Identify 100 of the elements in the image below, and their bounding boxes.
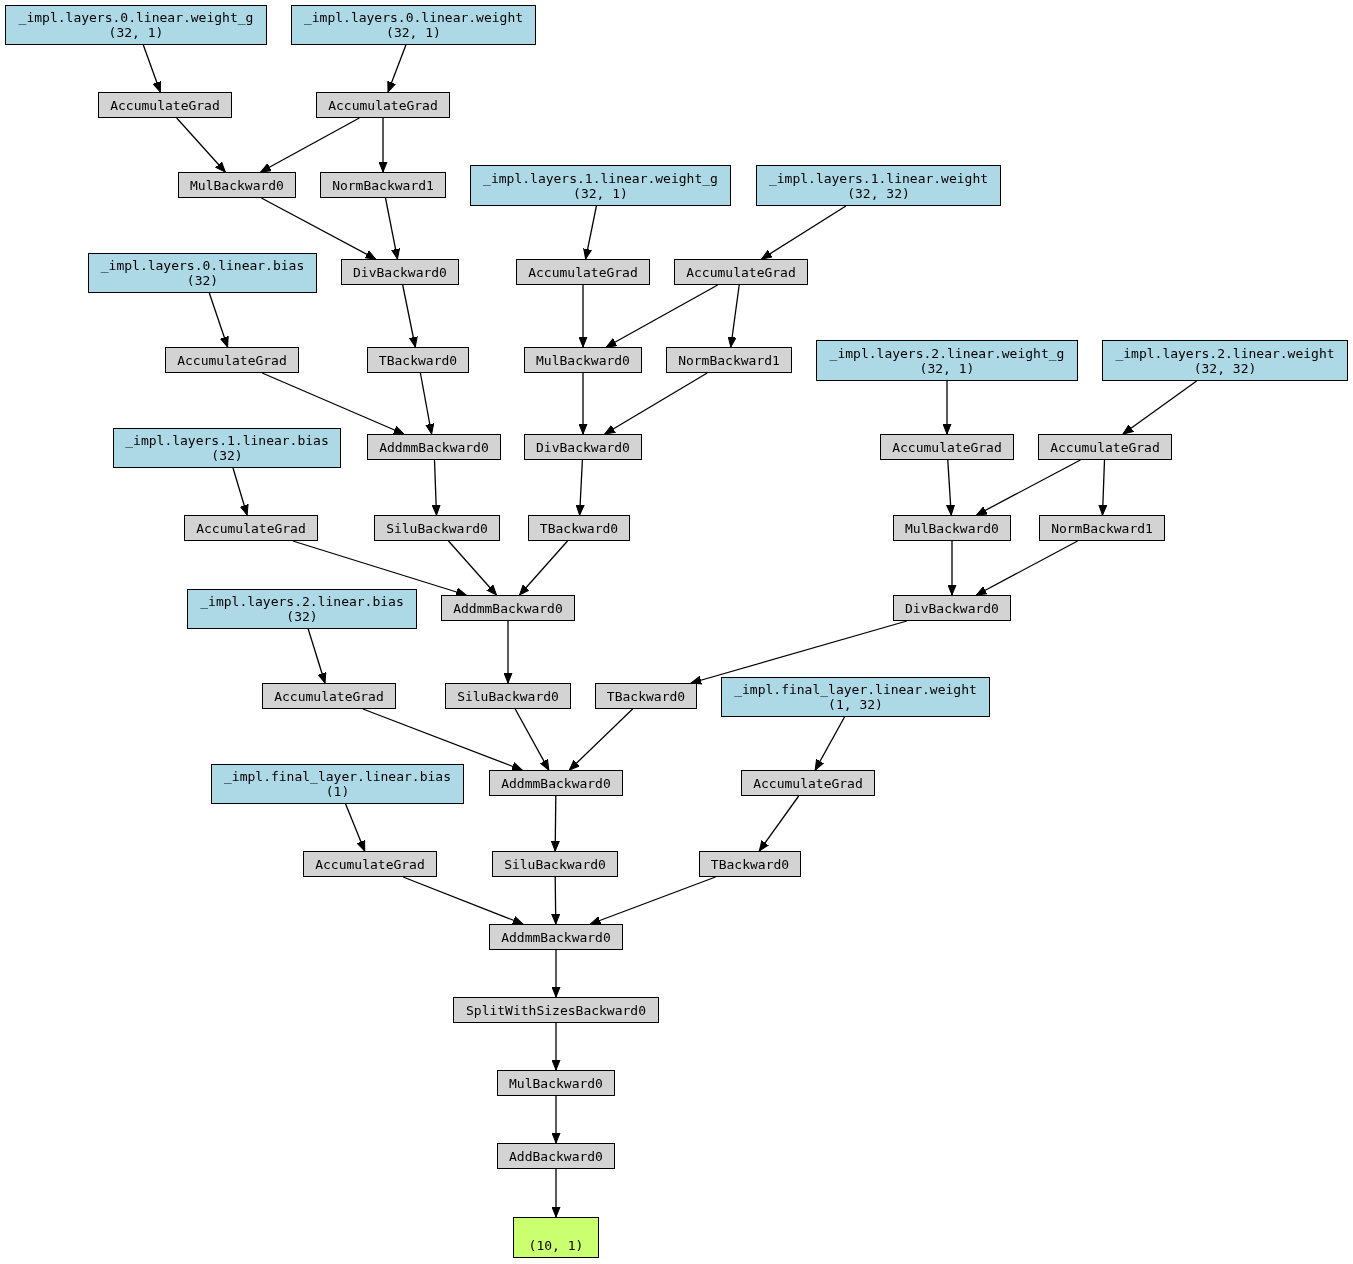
operation-box (165, 347, 299, 373)
parameter-box (211, 764, 464, 804)
operation-name: DivBackward0 (905, 600, 999, 616)
arrow (727, 284, 740, 348)
operation-box (893, 595, 1011, 621)
operation-name: MulBackward0 (536, 352, 630, 368)
operation-name: MulBackward0 (905, 520, 999, 536)
operation-box (666, 347, 792, 373)
operation-name: AccumulateGrad (686, 264, 796, 280)
arrow (387, 44, 407, 93)
arrow (447, 540, 498, 596)
arrow (142, 44, 162, 93)
operation-name: AccumulateGrad (196, 520, 306, 536)
arrow (1122, 380, 1198, 435)
arrow (975, 540, 1079, 596)
operation-name: AccumulateGrad (110, 97, 220, 113)
operation-box (893, 515, 1011, 541)
operation-box (528, 515, 630, 541)
operation-box (303, 851, 437, 877)
parameter-box (187, 589, 417, 629)
arrow (568, 708, 634, 771)
dimensions-label: (32, 32) (847, 185, 910, 201)
parameter-name: _impl.layers.2.linear.weight_g (829, 345, 1065, 361)
operation-name: AddBackward0 (509, 1148, 603, 1164)
operation-box (674, 259, 808, 285)
parameter-box (1102, 340, 1348, 381)
operation-name: NormBackward1 (678, 352, 780, 368)
operation-box (741, 770, 875, 796)
dimensions-label: (32, 1) (573, 185, 628, 201)
arrow (307, 628, 327, 684)
arrow (419, 372, 435, 435)
parameter-box (88, 253, 317, 293)
operation-name: SiluBackward0 (504, 856, 606, 872)
operation-box (98, 92, 232, 118)
operation-name: AccumulateGrad (315, 856, 425, 872)
arrow (292, 540, 467, 597)
arrow (402, 284, 418, 348)
arrow (551, 1022, 561, 1071)
operation-name: SiluBackward0 (457, 688, 559, 704)
arrow (814, 716, 846, 771)
arrow (260, 197, 377, 260)
operation-box (1039, 515, 1165, 541)
operation-name: TBackward0 (378, 352, 458, 368)
operation-box (880, 434, 1014, 460)
operation-name: DivBackward0 (353, 264, 447, 280)
operation-name: AddmmBackward0 (501, 929, 611, 945)
arrow (551, 949, 561, 998)
operation-name: AddmmBackward0 (453, 600, 563, 616)
arrow (232, 467, 249, 516)
operation-box (516, 259, 650, 285)
parameter-name: _impl.final_layer.linear.bias (224, 769, 451, 784)
dimensions-label: (32, 1) (919, 360, 975, 376)
operation-name: NormBackward1 (1051, 520, 1153, 536)
parameter-name: _impl.layers.2.linear.bias (200, 594, 404, 609)
arrow (402, 876, 524, 925)
operation-name: TBackward0 (606, 688, 686, 704)
operation-name: AccumulateGrad (892, 439, 1002, 455)
operation-box (595, 683, 697, 709)
arrow (583, 205, 598, 260)
arrow (551, 876, 561, 925)
arrow (578, 284, 588, 348)
arrow (208, 292, 229, 348)
arrow (260, 117, 360, 173)
parameter-name: _impl.layers.0.linear.bias (100, 258, 305, 273)
arrow (514, 708, 550, 771)
operation-box (489, 924, 623, 950)
operation-name: MulBackward0 (509, 1075, 603, 1091)
operation-box (1038, 434, 1172, 460)
operation-name: AccumulateGrad (1050, 439, 1160, 455)
arrow (1098, 459, 1108, 516)
operation-name: AddmmBackward0 (379, 439, 489, 455)
arrow (344, 803, 366, 852)
arrow (261, 372, 405, 435)
dimensions-label: (32) (186, 273, 219, 288)
operation-box (453, 997, 659, 1023)
operation-name: AccumulateGrad (274, 688, 384, 704)
parameter-name: _impl.final_layer.linear.weight (734, 682, 977, 697)
arrow (551, 1168, 561, 1218)
dimensions-label: (32, 1) (108, 25, 164, 40)
parameter-name: _impl.layers.0.linear.weight (303, 10, 524, 25)
arrow (362, 708, 523, 771)
operation-box (367, 347, 469, 373)
operation-box (262, 683, 396, 709)
operation-box (441, 595, 575, 621)
parameter-box (816, 340, 1078, 381)
parameter-name: _impl.layers.0.linear.weight_g (18, 10, 254, 25)
operation-name: DivBackward0 (536, 439, 630, 455)
operation-box (497, 1070, 615, 1096)
arrow (690, 620, 908, 685)
arrow (761, 205, 847, 260)
operation-box (699, 851, 801, 877)
arrow (946, 459, 956, 516)
operation-name: NormBackward1 (332, 177, 434, 193)
operation-box (184, 515, 318, 541)
arrow (384, 197, 400, 260)
dimensions-label: (32) (211, 448, 243, 463)
dimensions-label: (32, 1) (386, 25, 441, 40)
arrow (503, 620, 513, 684)
arrow (551, 1095, 561, 1144)
parameter-box (291, 5, 536, 45)
